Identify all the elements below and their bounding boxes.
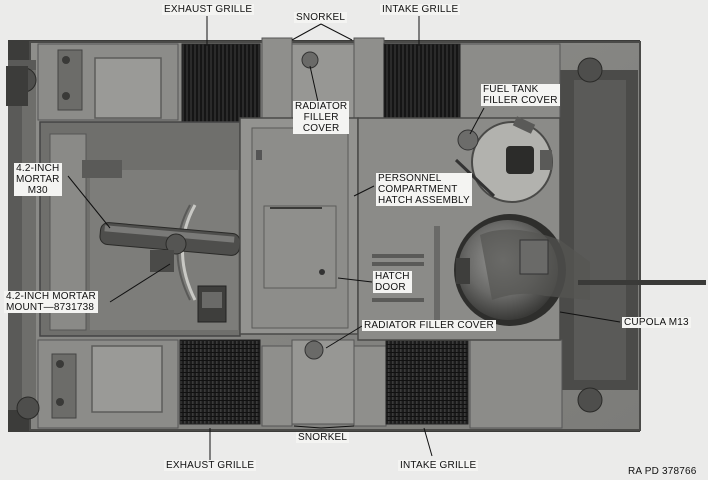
intake-grille-bottom-label: INTAKE GRILLE	[398, 460, 479, 471]
exhaust-grille-top	[181, 43, 261, 123]
radiator-filler-cap-bottom	[304, 340, 324, 360]
mortar-line-3: M30	[27, 185, 48, 196]
top-fender	[37, 43, 561, 121]
radiator-filler-cover-top-label: RADIATOR FILLER COVER	[293, 101, 350, 134]
bottom-fender	[37, 339, 563, 429]
intake-grille-top-label: INTAKE GRILLE	[380, 4, 461, 15]
radiator-filler-cover-top-line-1: RADIATOR	[295, 101, 348, 112]
snorkel-top-left-panel	[261, 37, 293, 125]
intake-grille-top	[383, 43, 461, 123]
mortar-line-2: MORTAR	[16, 174, 60, 185]
leader-lines	[67, 16, 621, 462]
hatch-door-line-2: DOOR	[375, 282, 406, 293]
cupola-label: CUPOLA M13	[622, 317, 691, 328]
fuel-tank-filler-assembly	[454, 116, 553, 203]
plate-number: RA PD 378766	[628, 466, 697, 477]
cupola-gun	[578, 280, 706, 285]
personnel-hatch-line-2: COMPARTMENT	[378, 184, 458, 195]
mortar-label: 4.2-INCH MORTAR M30	[14, 163, 62, 196]
hatch-door-line-1: HATCH	[375, 271, 410, 282]
fuel-tank-filler-cover-line-1: FUEL TANK	[483, 84, 539, 95]
snorkel-bottom-left-panel	[261, 345, 293, 427]
personnel-compartment-hatch-label: PERSONNEL COMPARTMENT HATCH ASSEMBLY	[376, 173, 472, 206]
cupola	[454, 214, 706, 326]
intake-grille-bottom	[385, 339, 469, 425]
mortar-mount-line-1: 4.2-INCH MORTAR	[6, 291, 96, 302]
mortar-mount-label: 4.2-INCH MORTAR MOUNT—8731738	[4, 291, 98, 313]
snorkel-bottom-right-panel	[353, 345, 387, 427]
fuel-tank-filler-cover-line-2: FILLER COVER	[483, 95, 558, 106]
mortar-tube	[99, 222, 241, 272]
radiator-filler-cover-bottom-label: RADIATOR FILLER COVER	[362, 320, 496, 331]
radiator-filler-cover-top-line-2: FILLER	[303, 112, 339, 123]
personnel-hatch-line-1: PERSONNEL	[378, 173, 442, 184]
personnel-hatch-assembly	[239, 117, 359, 335]
track-sprockets	[6, 57, 603, 420]
radiator-filler-cover-top-line-3: COVER	[302, 123, 340, 134]
mortar-mount-line-2: MOUNT—8731738	[6, 302, 95, 313]
snorkel-bottom-label: SNORKEL	[296, 432, 350, 443]
snorkel-top-right-panel	[353, 37, 385, 125]
exhaust-grille-bottom-label: EXHAUST GRILLE	[164, 460, 257, 471]
hatch-door-label: HATCH DOOR	[373, 271, 412, 293]
personnel-hatch-line-3: HATCH ASSEMBLY	[378, 195, 470, 206]
mortar-line-1: 4.2-INCH	[16, 163, 60, 174]
radiator-panel-bottom	[291, 339, 355, 425]
radiator-filler-cap-top	[301, 51, 319, 69]
snorkel-top-label: SNORKEL	[294, 12, 348, 23]
exhaust-grille-bottom	[179, 339, 261, 425]
exhaust-grille-top-label: EXHAUST GRILLE	[162, 4, 255, 15]
fuel-tank-filler-cover-label: FUEL TANK FILLER COVER	[481, 84, 560, 106]
